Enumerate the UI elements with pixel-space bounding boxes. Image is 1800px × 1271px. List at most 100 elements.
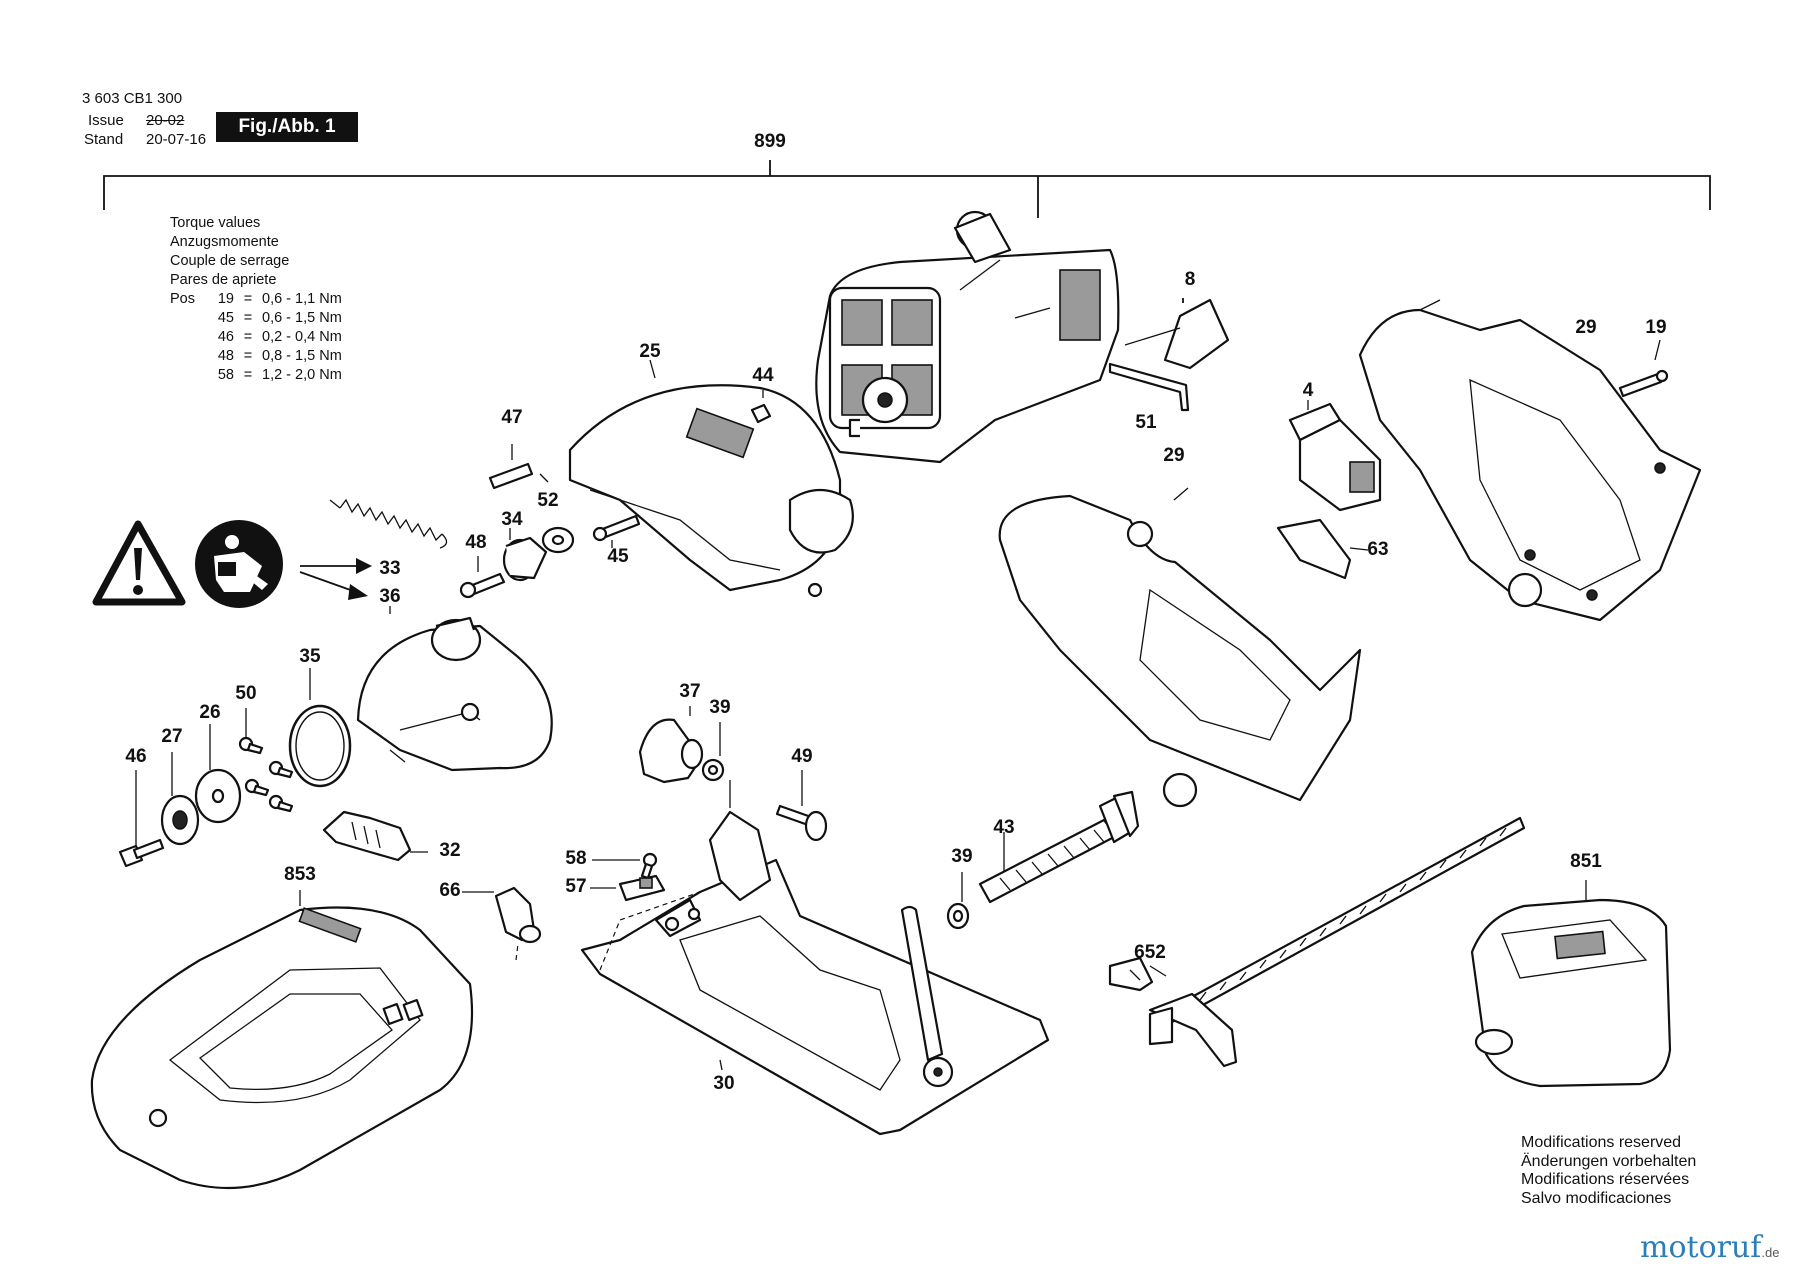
pin-47 bbox=[488, 444, 534, 490]
issue-label: Issue bbox=[88, 112, 124, 129]
part-34: 34 bbox=[501, 509, 523, 530]
torque-row: 48=0,8 - 1,5 Nm bbox=[170, 347, 342, 366]
torque-pos: 19 bbox=[217, 291, 234, 307]
torque-pos: 46 bbox=[217, 329, 234, 345]
bolt-49 bbox=[775, 770, 828, 842]
upper-blade-guard-25 bbox=[568, 359, 854, 598]
part-652: 652 bbox=[1134, 942, 1166, 963]
torque-eq: = bbox=[243, 348, 253, 364]
warning-triangle-icon bbox=[92, 520, 186, 606]
part-44: 44 bbox=[752, 365, 774, 386]
battery-851 bbox=[1470, 880, 1672, 1088]
mods-es: Salvo modificaciones bbox=[1521, 1189, 1672, 1207]
part-50: 50 bbox=[235, 683, 257, 704]
torque-title-fr: Couple de serrage bbox=[170, 253, 290, 269]
part-51: 51 bbox=[1135, 412, 1157, 433]
part-52: 52 bbox=[537, 490, 559, 511]
part-30: 30 bbox=[713, 1073, 735, 1094]
part-32: 32 bbox=[439, 840, 461, 861]
label-plate-8 bbox=[1163, 298, 1230, 370]
torque-value: 0,2 - 0,4 Nm bbox=[262, 329, 342, 345]
stand-value: 20-07-16 bbox=[146, 131, 207, 148]
part-27: 27 bbox=[161, 726, 183, 747]
parallel-guide-652 bbox=[1108, 816, 1526, 1068]
spring-33 bbox=[329, 498, 448, 549]
torque-title-en: Torque values bbox=[170, 215, 261, 231]
lower-blade-guard-36 bbox=[356, 606, 553, 772]
part-36: 36 bbox=[379, 586, 401, 607]
issue-value: 20-02 bbox=[146, 112, 185, 129]
leader-52 bbox=[539, 473, 549, 483]
part-19: 19 bbox=[1645, 317, 1667, 338]
screw-58 bbox=[592, 852, 658, 880]
part-45: 45 bbox=[607, 546, 629, 567]
guide-57 bbox=[590, 874, 666, 902]
part-49: 49 bbox=[791, 746, 813, 767]
switch-4 bbox=[1288, 400, 1382, 512]
flange-27 bbox=[160, 752, 200, 846]
washer-39 bbox=[701, 722, 725, 782]
screws-50 bbox=[238, 708, 294, 813]
fig-badge: Fig./Abb. 1 bbox=[216, 112, 358, 142]
part-43: 43 bbox=[993, 817, 1015, 838]
clamp-lever-32 bbox=[322, 810, 428, 862]
bushing-34 bbox=[502, 528, 548, 582]
screw-48 bbox=[459, 556, 506, 599]
mods-de: Änderungen vorbehalten bbox=[1521, 1152, 1697, 1170]
hex-key-51 bbox=[1108, 327, 1190, 412]
part-37: 37 bbox=[679, 681, 701, 702]
screw-19 bbox=[1618, 339, 1669, 398]
brand-watermark: motoruf.de bbox=[1640, 1230, 1779, 1265]
motor-housing bbox=[815, 210, 1120, 464]
pointer-arrows bbox=[299, 558, 372, 600]
torque-eq: = bbox=[243, 329, 253, 345]
slide-switch-63 bbox=[1276, 518, 1369, 580]
knob-66 bbox=[462, 886, 542, 961]
part-39-b: 39 bbox=[951, 846, 973, 867]
part-58: 58 bbox=[565, 848, 587, 869]
handle-half-right bbox=[1358, 299, 1702, 622]
torque-row: 58 = 1,2 - 2,0 Nm bbox=[170, 366, 342, 385]
washer bbox=[541, 526, 575, 554]
torque-value: 1,2 - 2,0 Nm bbox=[262, 367, 342, 383]
washer-39b bbox=[946, 872, 970, 930]
part-48: 48 bbox=[465, 532, 487, 553]
charger-853 bbox=[90, 890, 474, 1190]
nut-44 bbox=[750, 390, 772, 424]
pos-label: Pos bbox=[170, 291, 195, 307]
read-manual-icon bbox=[195, 520, 283, 608]
part-853: 853 bbox=[284, 864, 316, 885]
doc-number: 3 603 CB1 300 bbox=[82, 90, 183, 107]
mods-fr: Modifications réservées bbox=[1521, 1171, 1690, 1188]
part-8: 8 bbox=[1184, 269, 1196, 290]
torque-value: 0,8 - 1,5 Nm bbox=[262, 348, 342, 364]
part-39: 39 bbox=[709, 697, 731, 718]
threaded-rod-43 bbox=[978, 790, 1140, 904]
part-4: 4 bbox=[1302, 380, 1314, 401]
handle-half-left bbox=[998, 487, 1362, 808]
part-46: 46 bbox=[125, 746, 147, 767]
torque-table: Torque values Anzugsmomente Couple de se… bbox=[170, 214, 342, 385]
part-35: 35 bbox=[299, 646, 321, 667]
part-63: 63 bbox=[1367, 539, 1389, 560]
part-29: 29 bbox=[1575, 317, 1597, 338]
part-33: 33 bbox=[379, 558, 401, 579]
part-899: 899 bbox=[754, 131, 786, 152]
flange-26 bbox=[194, 724, 242, 824]
torque-row: 45=0,6 - 1,5 Nm bbox=[170, 309, 342, 328]
ring-35 bbox=[288, 668, 352, 788]
torque-pos: 58 bbox=[217, 367, 234, 383]
part-851: 851 bbox=[1570, 851, 1602, 872]
torque-row: 46 = 0,2 - 0,4 Nm bbox=[170, 328, 342, 347]
stand-label: Stand bbox=[84, 131, 124, 148]
mods-en: Modifications reserved bbox=[1521, 1134, 1682, 1151]
bevel-scale bbox=[900, 905, 954, 1088]
torque-value: 0,6 - 1,1 Nm bbox=[262, 291, 342, 307]
knob-37 bbox=[638, 706, 704, 784]
torque-eq: = bbox=[243, 367, 253, 383]
brand-tld: .de bbox=[1761, 1245, 1780, 1260]
part-66: 66 bbox=[439, 880, 461, 901]
